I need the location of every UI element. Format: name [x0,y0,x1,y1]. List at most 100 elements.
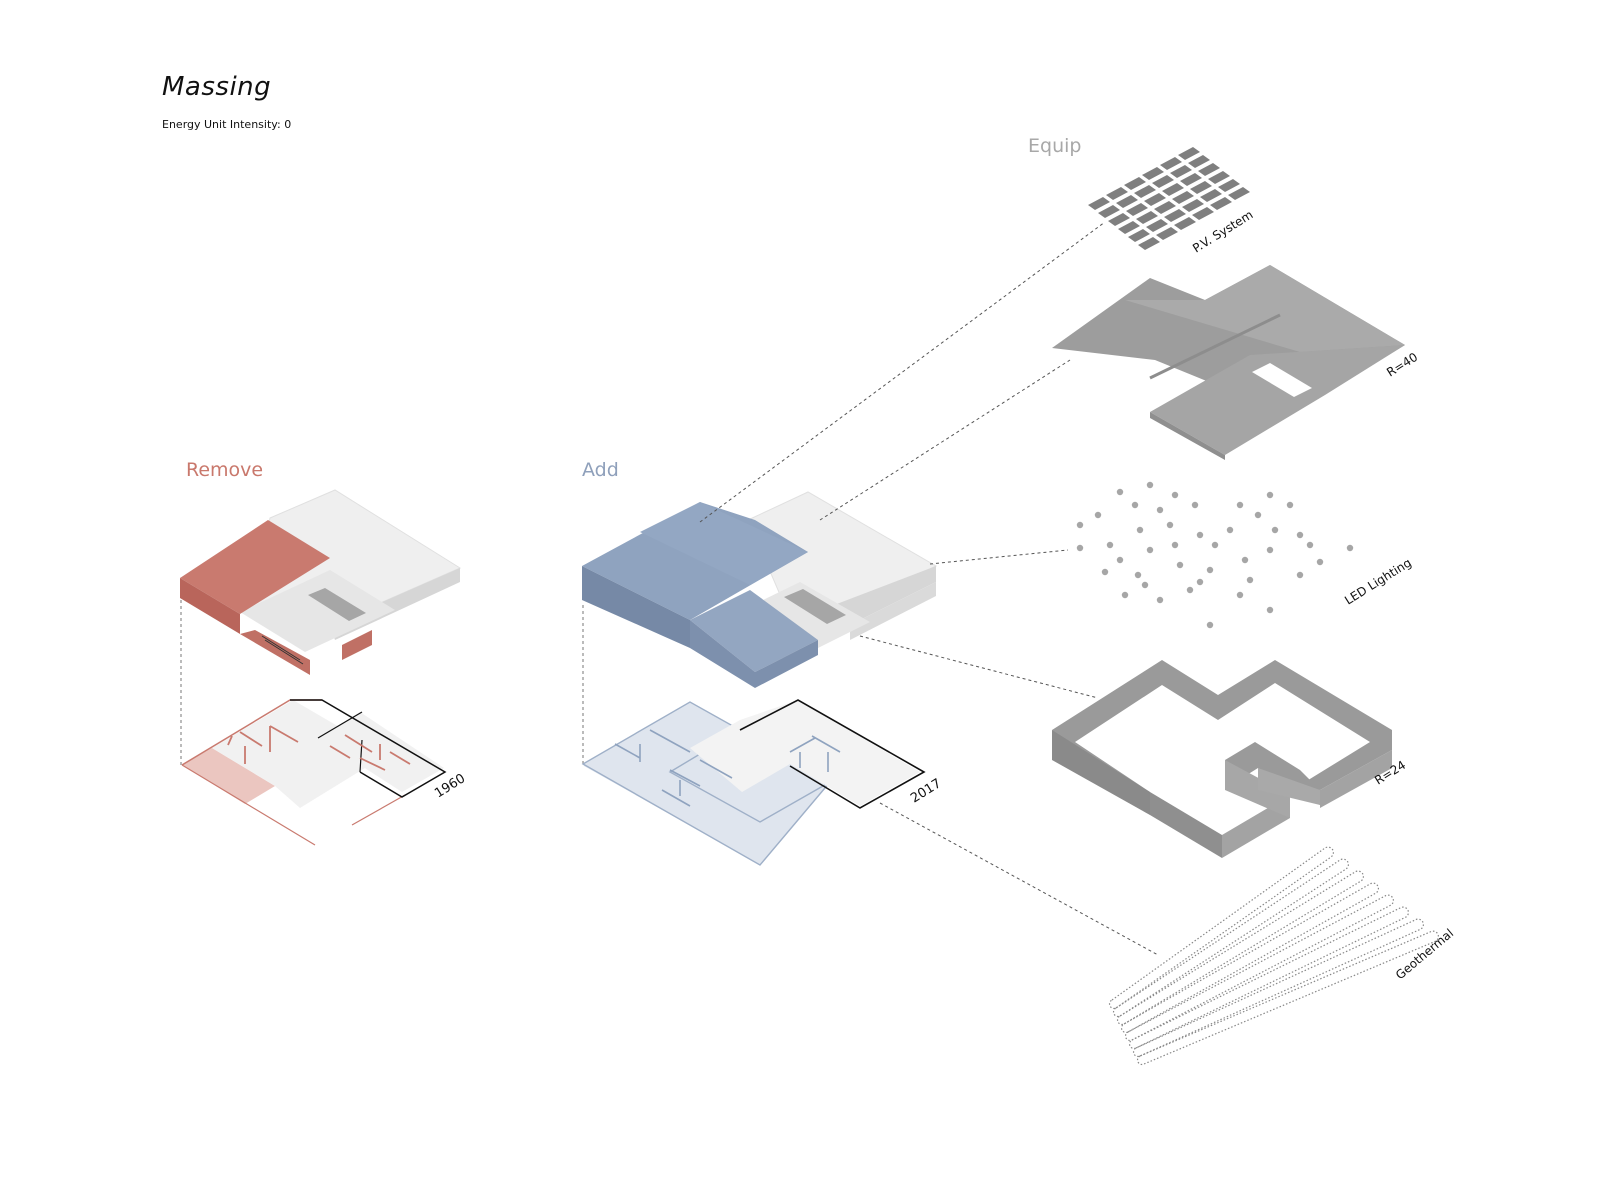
pv-panel [1180,173,1202,186]
existing-plan-interior-walls [227,725,411,771]
connector-r24 [859,635,1099,699]
new-wall-blue-left [582,566,690,648]
existing-wall-removed-b [240,630,310,675]
led-fixture [1171,491,1179,499]
geothermal-loop [1132,918,1424,1058]
section-label-add: Add [582,459,619,481]
section-label-remove: Remove [186,459,263,481]
pv-array [1088,147,1250,250]
led-fixture [1246,576,1254,584]
pv-panel [1124,177,1146,190]
led-fixture [1296,571,1304,579]
geothermal-loops [1108,846,1439,1066]
existing-plan-right [318,712,444,792]
new-plan-blue-b [581,701,831,866]
pv-panel [1182,199,1204,212]
r40-skylight [1252,363,1312,397]
existing-plan-outline-black [290,699,447,798]
pv-panel [1218,179,1240,192]
r24-wall-inner-side [1225,760,1290,818]
existing-wall-removed [180,578,240,634]
existing-plan-outline-red-c [351,794,406,826]
led-fixture [1296,531,1304,539]
pv-panel [1162,183,1184,196]
led-fixture [1134,571,1142,579]
led-fixture [1101,568,1109,576]
pv-panel [1146,219,1168,232]
existing-wall-red-small [342,630,372,660]
r24-wall-right [1222,795,1290,858]
new-wing-blue-wall [690,620,818,688]
pv-panel [1134,185,1156,198]
equip-label-led: LED Lighting [1342,555,1414,607]
led-fixture [1206,621,1214,629]
pv-panel [1138,237,1160,250]
new-plan-interior-walls [614,729,841,807]
led-fixture [1116,488,1124,496]
existing-plan-black-inner [317,711,363,739]
led-fixture [1146,546,1154,554]
led-fixture [1306,541,1314,549]
r24-wall-right-b [1320,750,1392,808]
geothermal-loop [1128,906,1409,1050]
pv-panel [1188,155,1210,168]
pv-panel [1126,203,1148,216]
existing-plan-outline-red-b [181,764,316,846]
led-fixture [1211,541,1219,549]
r40-roof-front [1150,345,1405,455]
r24-wall-inner-b [1258,768,1320,805]
led-fixture [1141,581,1149,589]
existing-plan-red-block [182,748,275,804]
new-skylight [784,589,846,624]
pv-panel [1098,205,1120,218]
r24-walls [1052,660,1392,858]
led-fixture [1131,501,1139,509]
r24-wall-front [1052,730,1150,815]
led-fixture [1286,501,1294,509]
led-fixture [1271,526,1279,534]
pv-panel [1210,197,1232,210]
new-roof-light-side [850,582,936,640]
led-fixture [1254,511,1262,519]
new-plan-black-outline [739,699,926,809]
pv-panel [1190,181,1212,194]
geothermal-loop [1116,870,1364,1026]
pv-panel [1152,175,1174,188]
r24-wall-top [1052,660,1392,815]
geothermal-loop [1136,930,1439,1066]
led-fixture [1196,531,1204,539]
led-fixture [1121,591,1129,599]
led-fixture [1156,506,1164,514]
existing-plan-gray [212,700,365,808]
led-fixture [1266,606,1274,614]
geothermal-loop [1108,846,1334,1010]
led-fixture [1166,521,1174,529]
connector-geothermal [879,802,1159,956]
pv-panel [1174,217,1196,230]
led-fixture [1156,596,1164,604]
existing-window-line-b [264,639,304,665]
pv-panel [1144,193,1166,206]
section-label-equip: Equip [1028,135,1081,157]
remove-group: Remove 1960 [180,459,468,846]
led-fixture [1241,556,1249,564]
geothermal-loop [1124,894,1394,1042]
pv-panel [1108,213,1130,226]
pv-panel [1208,171,1230,184]
led-fixture [1236,591,1244,599]
led-fixture [1226,526,1234,534]
pv-panel [1160,157,1182,170]
led-fixture [1196,578,1204,586]
led-fixture [1191,501,1199,509]
geothermal-loop [1112,858,1349,1018]
led-fixture [1346,544,1354,552]
plan-year-2017: 2017 [908,776,944,806]
geothermal-loop [1120,882,1379,1034]
new-roof-blue-ridge [640,502,808,585]
new-wing-blue [690,590,818,672]
pv-panel [1128,229,1150,242]
page-title: Massing [162,72,272,102]
energy-intensity-line: Energy Unit Intensity: 0 [162,118,291,131]
led-fixture [1171,541,1179,549]
pv-panel [1142,167,1164,180]
